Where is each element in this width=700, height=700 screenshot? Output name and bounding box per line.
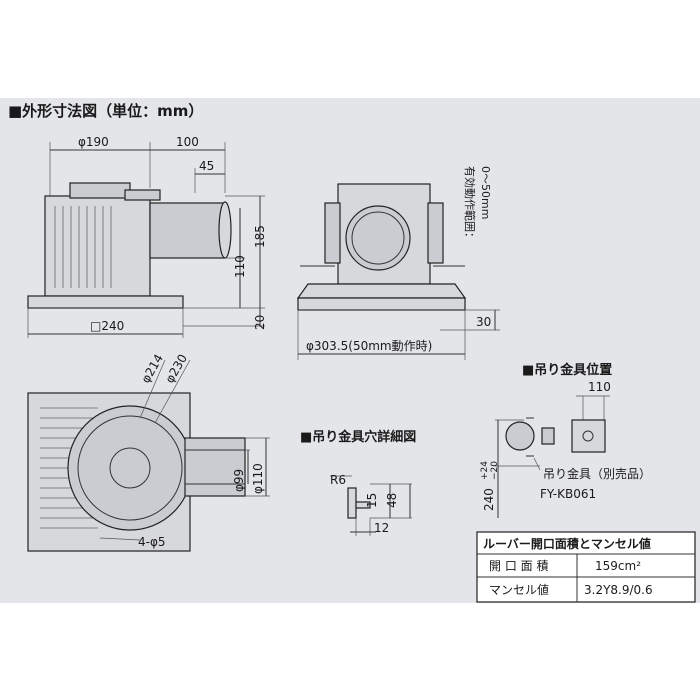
dim-12: 12 (374, 521, 389, 535)
dim-r6: R6 (330, 473, 346, 487)
row-value-1: 159cm² (595, 559, 641, 573)
part-label: 吊り金具（別売品） (543, 466, 651, 481)
hanger-detail: ■吊り金具穴詳細図 R6 15 48 12 (300, 429, 416, 536)
dim-110b: 110 (588, 380, 611, 394)
dim-20: 20 (253, 315, 267, 330)
part-number: FY-KB061 (540, 487, 596, 501)
dim-48: 48 (385, 493, 399, 508)
dim-185: 185 (253, 225, 267, 248)
dim-240b: 240 (482, 488, 496, 511)
hanger-position-title: ■吊り金具位置 (522, 362, 612, 378)
drawing-canvas: ■外形寸法図（単位：mm） φ190 100 45 (0, 98, 700, 603)
dim-110: 110 (233, 255, 247, 278)
tol-plus: +24 (480, 461, 490, 480)
dim-190: φ190 (78, 135, 109, 149)
dim-30: 30 (476, 315, 491, 329)
table-header: ルーバー開口面積とマンセル値 (483, 536, 651, 551)
dim-240: □240 (90, 319, 124, 333)
hanger-position: ■吊り金具位置 110 240 +24 −20 吊り金具（別売品） FY-KB0… (480, 362, 651, 518)
row-value-2: 3.2Y8.9/0.6 (584, 583, 653, 597)
hanger-detail-title: ■吊り金具穴詳細図 (300, 429, 416, 445)
front-view: φ190 100 45 185 110 20 (27, 135, 267, 338)
top-view: φ214 φ230 φ99 φ110 4-φ5 (27, 352, 270, 552)
row-label-2: マンセル値 (489, 582, 549, 597)
dim-45: 45 (199, 159, 214, 173)
dim-214: φ214 (138, 352, 166, 386)
dim-303: φ303.5(50mm動作時) (306, 339, 432, 353)
dim-100: 100 (176, 135, 199, 149)
louver-table: ルーバー開口面積とマンセル値 開 口 面 積 159cm² マンセル値 3.2Y… (476, 531, 696, 603)
dim-230: φ230 (162, 352, 190, 386)
tol-minus: −20 (490, 461, 500, 480)
range-value: 0〜50mm (479, 166, 492, 219)
range-label: 有効動作範囲： (463, 166, 477, 243)
main-title: ■外形寸法図（単位：mm） (8, 102, 203, 120)
dim-holes: 4-φ5 (138, 535, 166, 549)
dim-99: φ99 (232, 469, 246, 492)
dimension-drawing: ■外形寸法図（単位：mm） φ190 100 45 (8, 102, 696, 603)
side-view: 有効動作範囲： 0〜50mm 30 φ303.5(50mm動作時) (296, 166, 500, 360)
dim-15: 15 (365, 493, 379, 508)
row-label-1: 開 口 面 積 (489, 558, 548, 573)
dim-110: φ110 (251, 463, 265, 494)
